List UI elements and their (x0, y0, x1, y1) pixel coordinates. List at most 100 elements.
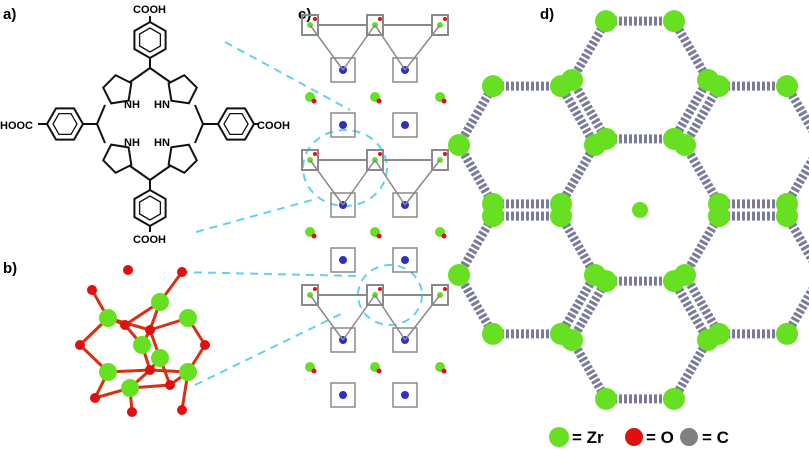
legend-o: = O (646, 428, 674, 447)
o-node (311, 233, 317, 239)
oxygen-atom (145, 325, 155, 335)
zr6-cluster (75, 265, 210, 417)
panel-d-label: d) (540, 6, 554, 23)
o-node (313, 17, 317, 21)
zr-cluster (663, 387, 685, 410)
zirconium-atom (99, 363, 117, 381)
zr-cluster (674, 134, 696, 156)
porphyrin-unit (330, 382, 356, 408)
linker (404, 294, 441, 341)
porphyrin-unit (392, 247, 418, 273)
zr-cluster (584, 264, 606, 286)
legend-zr: = Zr (572, 428, 604, 447)
zr-cluster (448, 264, 470, 286)
o-node (376, 233, 382, 239)
linker (342, 294, 376, 341)
linker (342, 24, 376, 71)
framework-side-view (301, 14, 449, 408)
hexagonal-channel (566, 16, 714, 144)
connector-line (179, 271, 359, 277)
o-node (376, 98, 382, 104)
zr-cluster (448, 134, 470, 156)
o-node (313, 152, 317, 156)
oxygen-atom (127, 407, 137, 417)
zr-cluster (595, 387, 617, 410)
linker-stack (431, 284, 449, 306)
nh-label-2: HN (154, 99, 170, 111)
linker (309, 159, 344, 206)
o-node (443, 152, 447, 156)
o-node (441, 98, 447, 104)
hexagonal-channel (566, 276, 714, 404)
bond (194, 104, 204, 125)
connector-line (194, 311, 346, 386)
legend-c: = C (702, 428, 729, 447)
zr-cluster (632, 202, 648, 218)
n-center (401, 121, 409, 129)
zirconium-atom (151, 293, 169, 311)
pyrrole-ring (167, 73, 199, 105)
n-center (339, 391, 347, 399)
bottom-cooh-label: COOH (133, 234, 166, 246)
linker (374, 294, 406, 341)
benzene-inner (223, 112, 249, 136)
benzene-inner (52, 112, 78, 136)
pyrrole-ring (101, 73, 133, 105)
nh-label-1: NH (124, 99, 140, 111)
nh-label-4: HN (154, 137, 170, 149)
bond (129, 165, 151, 181)
porphyrin-unit (392, 57, 418, 83)
zirconium-atom (179, 363, 197, 381)
linker-stack (431, 149, 449, 171)
porphyrin-unit (392, 382, 418, 408)
zr-cluster (697, 329, 719, 351)
linker (374, 24, 406, 71)
zr-cluster (708, 75, 730, 98)
bond (149, 67, 171, 83)
zr-cluster (595, 10, 617, 33)
zr-cluster (776, 205, 798, 228)
oxygen-atom (177, 405, 187, 415)
panel-b-label: b) (3, 260, 17, 277)
hexagonal-channel (679, 211, 809, 339)
bond (194, 123, 204, 144)
o-sphere-icon (625, 428, 643, 446)
hexagonal-channel (679, 81, 809, 209)
porphyrin-unit (330, 112, 356, 138)
bond (96, 104, 106, 125)
zirconium-atom (179, 309, 197, 327)
o-node (376, 368, 382, 374)
o-node (378, 17, 382, 21)
bond (96, 123, 106, 144)
linker (309, 294, 344, 341)
zr-cluster (776, 322, 798, 345)
zr-cluster (482, 75, 504, 98)
pyrrole-ring (101, 143, 133, 175)
porphyrin-unit (330, 327, 356, 353)
o-node (378, 287, 382, 291)
oxygen-atom (165, 380, 175, 390)
bond (149, 165, 171, 181)
hexagonal-channel (453, 211, 601, 339)
zr-cluster (550, 322, 572, 345)
porphyrin-unit (392, 327, 418, 353)
zr-cluster (663, 270, 685, 293)
panel-a-label: a) (3, 6, 16, 23)
dashed-connectors (179, 41, 423, 386)
pyrrole-ring (167, 143, 199, 175)
n-center (339, 121, 347, 129)
oxygen-atom (145, 365, 155, 375)
o-node (378, 152, 382, 156)
zr-cluster (776, 75, 798, 98)
oxygen-atom (123, 265, 133, 275)
linker (404, 159, 441, 206)
top-cooh-label: COOH (133, 4, 166, 16)
o-node (313, 287, 317, 291)
linker (374, 159, 406, 206)
n-center (401, 256, 409, 264)
n-center (339, 256, 347, 264)
oxygen-atom (177, 267, 187, 277)
nh-label-3: NH (124, 137, 140, 149)
o-node (441, 368, 447, 374)
